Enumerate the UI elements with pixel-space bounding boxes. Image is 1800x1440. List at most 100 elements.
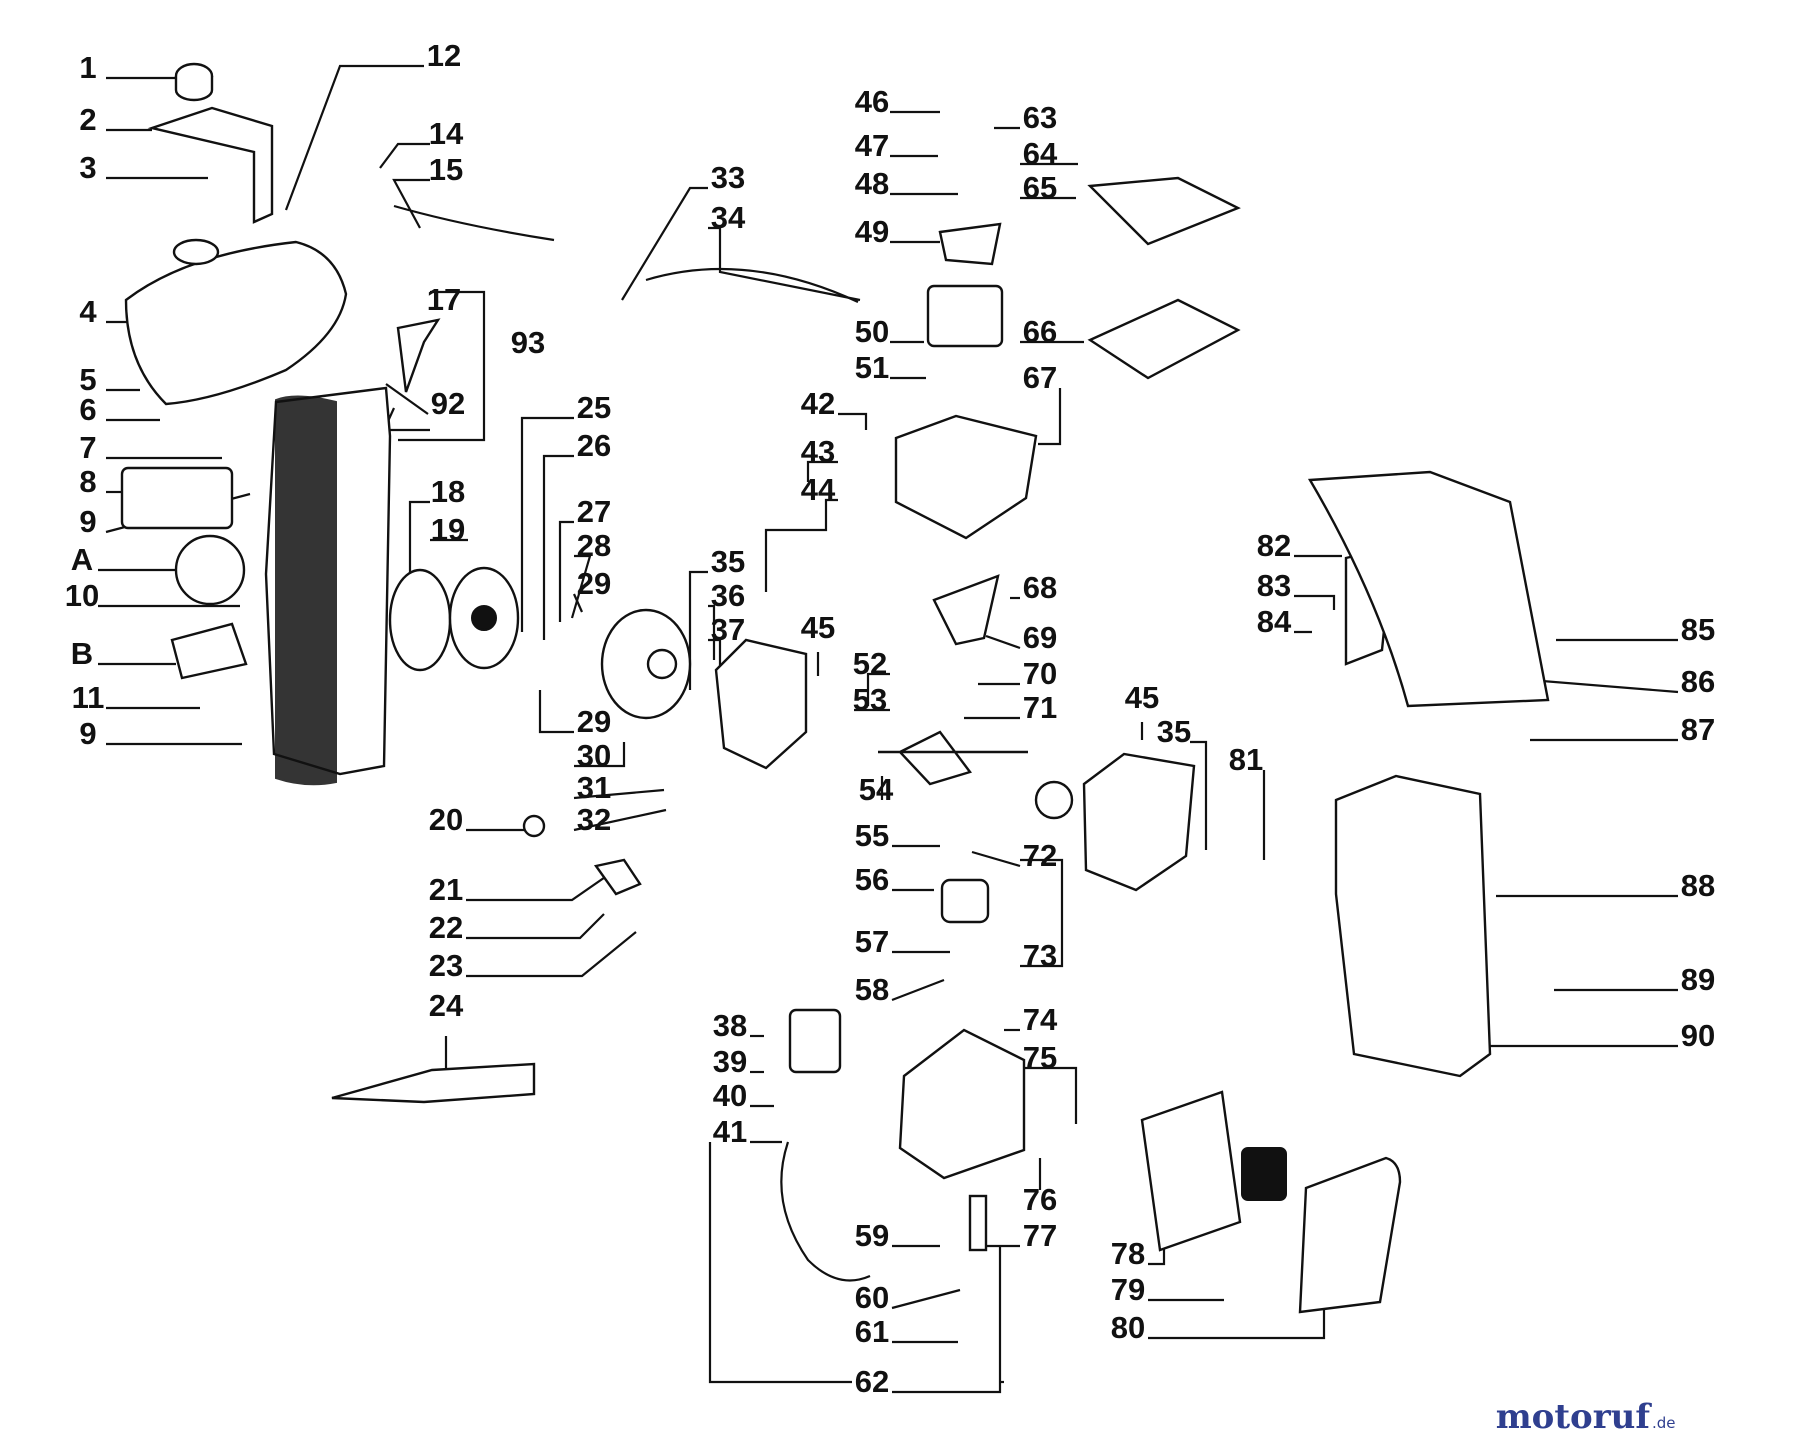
leader-line	[392, 178, 430, 229]
part-label: B	[71, 636, 93, 671]
part-label: 32	[577, 802, 611, 837]
part-label: 72	[1023, 838, 1057, 873]
part-flywheel-hub	[646, 648, 678, 680]
leader-line	[891, 978, 945, 1002]
part-label: 33	[711, 160, 745, 195]
leader-line	[891, 1288, 961, 1310]
part-label: 26	[577, 428, 611, 463]
leader-line	[542, 454, 574, 640]
leader-line	[1020, 1066, 1078, 1124]
part-ignition-coil	[788, 1008, 842, 1074]
leader-line	[866, 672, 890, 706]
part-label: 27	[577, 494, 611, 529]
part-impulse-line	[645, 268, 859, 303]
leader-line	[284, 64, 424, 211]
part-label: 75	[1023, 1040, 1057, 1075]
part-label: A	[71, 542, 93, 577]
leader-line	[558, 520, 574, 622]
part-label: 81	[1229, 742, 1263, 777]
part-muffler	[1140, 1090, 1242, 1252]
leader-line	[573, 808, 667, 832]
part-label: 10	[65, 578, 99, 613]
part-label: 45	[801, 610, 835, 645]
part-label: 34	[711, 200, 746, 235]
part-label: 84	[1257, 604, 1292, 639]
part-label: 69	[1023, 620, 1057, 655]
leader-line	[806, 460, 838, 482]
part-label: 40	[713, 1078, 747, 1113]
part-label: 64	[1023, 136, 1058, 171]
part-label: 76	[1023, 1182, 1057, 1217]
leader-line	[1468, 1029, 1678, 1048]
part-label: 41	[713, 1114, 747, 1149]
leader-line	[708, 604, 716, 660]
part-label: 63	[1023, 100, 1057, 135]
part-label: 35	[1157, 714, 1191, 749]
part-label: 29	[577, 566, 611, 601]
part-crankcase-half	[714, 638, 808, 770]
part-number-labels: 123456789A10B119121415179392181925262728…	[65, 38, 1715, 1399]
part-label: 56	[855, 862, 889, 897]
part-label: 9	[79, 716, 96, 751]
part-carburetor	[926, 284, 1004, 348]
part-fuel-hose	[780, 1141, 871, 1282]
leader-line	[385, 383, 429, 415]
leader-line	[708, 1142, 852, 1384]
part-label: 52	[853, 646, 887, 681]
leader-line	[985, 634, 1021, 650]
part-drive-housing	[1307, 470, 1550, 708]
leader-line	[574, 742, 626, 768]
part-label: 24	[429, 988, 464, 1023]
part-rewind-hub	[471, 605, 497, 631]
part-label: 62	[855, 1364, 889, 1399]
part-label: 39	[713, 1044, 747, 1079]
part-gasket-66	[1087, 298, 1241, 380]
watermark: motoruf .de	[1496, 1397, 1676, 1437]
leader-line	[466, 913, 605, 940]
part-label: 61	[855, 1314, 889, 1349]
leader-line	[892, 1246, 1002, 1394]
part-label: 49	[855, 214, 889, 249]
part-label: 5	[79, 362, 96, 397]
part-label: 35	[711, 544, 745, 579]
leader-line	[1148, 1300, 1326, 1340]
part-label: 37	[711, 612, 745, 647]
part-main-housing	[1334, 774, 1492, 1078]
part-label: 22	[429, 910, 463, 945]
part-label: 6	[79, 392, 96, 427]
part-gasket-68	[932, 574, 1000, 646]
part-gasket-65	[1087, 176, 1241, 246]
part-cylinder	[898, 1028, 1026, 1180]
part-bearing	[1034, 780, 1074, 820]
part-plate-49	[938, 222, 1002, 266]
leader-line	[764, 498, 838, 592]
part-cap-body	[174, 76, 214, 102]
part-label: 60	[855, 1280, 889, 1315]
part-label: 79	[1111, 1272, 1145, 1307]
leader-line	[971, 850, 1021, 868]
part-label: 15	[429, 152, 463, 187]
part-clutch-spring	[593, 858, 642, 896]
part-piece-B	[170, 622, 248, 680]
part-label: 55	[855, 818, 889, 853]
part-label: 53	[853, 682, 887, 717]
leader-line	[520, 416, 574, 632]
part-label: 28	[577, 528, 611, 563]
part-label: 43	[801, 434, 835, 469]
part-label: 78	[1111, 1236, 1145, 1271]
leader-line	[398, 290, 486, 442]
part-label: 4	[79, 294, 97, 329]
leader-line	[1190, 740, 1208, 850]
part-label: 25	[577, 390, 611, 425]
part-filter-pad	[120, 466, 234, 530]
part-label: 74	[1023, 1002, 1058, 1037]
part-label: 8	[79, 464, 96, 499]
part-label: 3	[79, 150, 96, 185]
part-label: 88	[1681, 868, 1715, 903]
part-label: 54	[859, 772, 894, 807]
part-sealant-tube	[331, 1062, 536, 1104]
part-label: 77	[1023, 1218, 1057, 1253]
leader-line	[570, 554, 592, 619]
part-label: 12	[427, 38, 461, 73]
leader-line	[408, 500, 430, 600]
